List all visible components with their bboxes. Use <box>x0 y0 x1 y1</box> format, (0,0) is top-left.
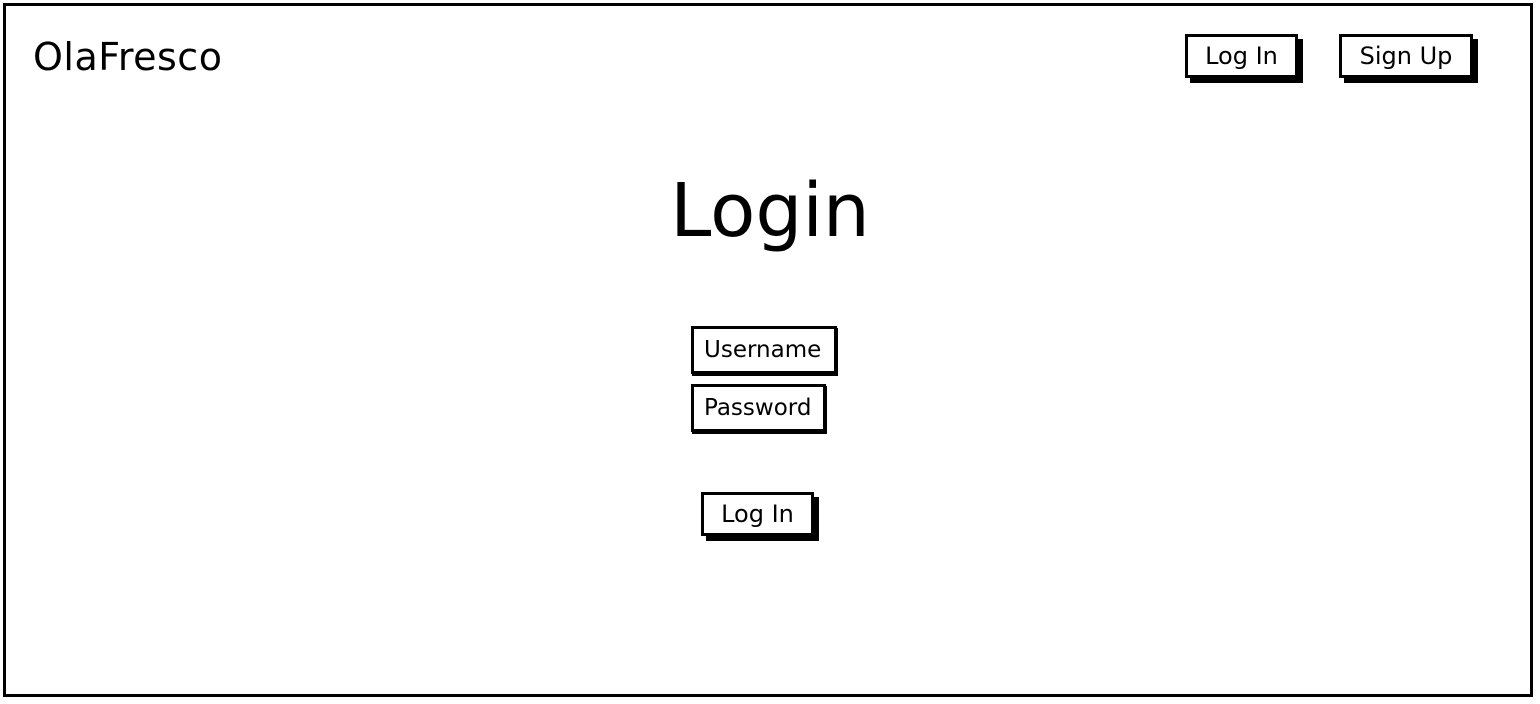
password-input[interactable] <box>691 384 826 432</box>
app-logo[interactable]: OlaFresco <box>33 35 223 79</box>
page-title: Login <box>670 168 870 254</box>
header-login-button[interactable]: Log In <box>1185 34 1298 78</box>
header-signup-button[interactable]: Sign Up <box>1339 34 1473 78</box>
submit-login-button[interactable]: Log In <box>701 492 814 536</box>
username-input[interactable] <box>691 326 837 374</box>
